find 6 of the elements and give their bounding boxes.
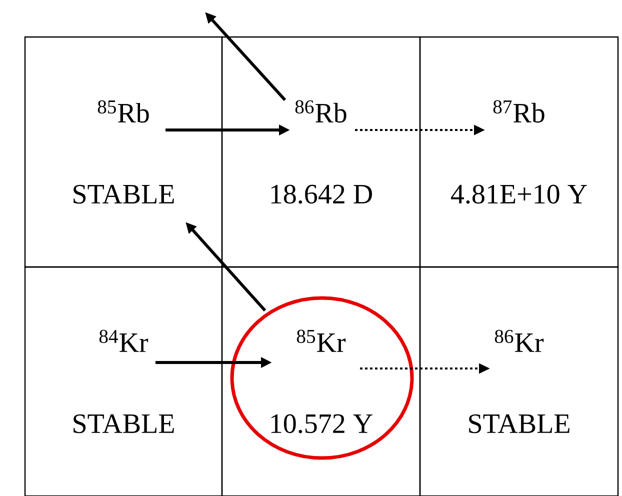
nuclide-cell: $^{87}$Rb 4.81E+10 Y: [419, 36, 619, 268]
nuclide-cell: $^{85}$Rb STABLE: [24, 36, 223, 268]
nuclide-cell: $^{86}$Kr STABLE: [419, 266, 619, 496]
nuclide-cell: $^{85}$Kr 10.572 Y: [221, 266, 421, 496]
nuclide-cell: $^{86}$Rb 18.642 D: [221, 36, 421, 268]
nuclide-cell: $^{84}$Kr STABLE: [24, 266, 223, 496]
